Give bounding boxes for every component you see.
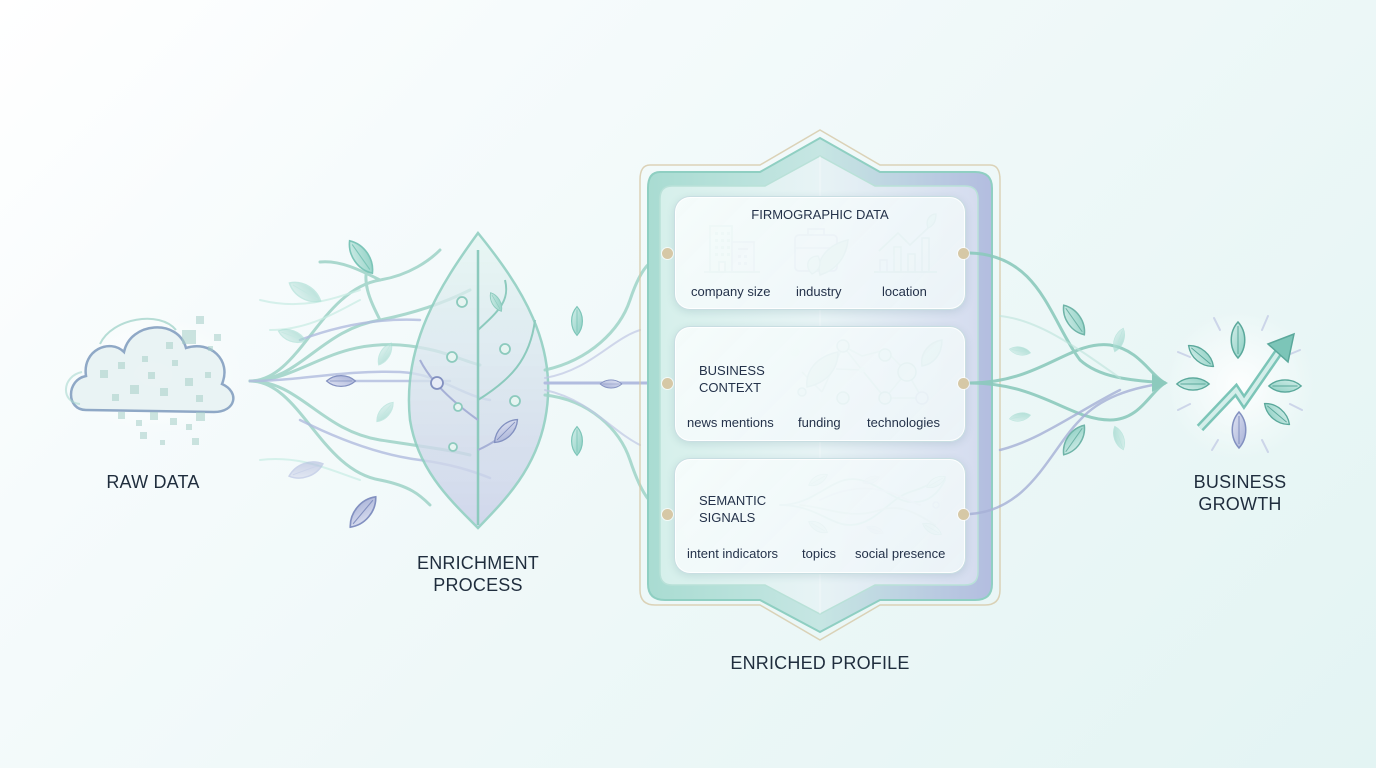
label-line: BUSINESS [1193,472,1287,492]
label-line: PROCESS [433,575,523,595]
business-growth-icon [1165,310,1315,460]
connector-dot [662,248,673,259]
card-item-company-size: company size [691,284,771,299]
card-item-intent-indicators: intent indicators [687,546,779,561]
card-semantic-signals: SEMANTIC SIGNALS intent indicators topic… [674,458,966,574]
connector-dot [958,509,969,520]
connector-dot [662,509,673,520]
card-business-context: BUSINESS CONTEXT news mentions funding t… [674,326,966,442]
card-item-topics: topics [802,546,836,561]
card-title-line2: CONTEXT [699,380,762,395]
label-enrichment-process: ENRICHMENT PROCESS [388,552,568,596]
card-title-line1: SEMANTIC [699,493,767,508]
card-item-technologies: technologies [867,415,940,430]
card-item-location: location [882,284,927,299]
label-raw-data: RAW DATA [106,472,200,492]
card-item-industry: industry [796,284,842,299]
card-firmographic-data: FIRMOGRAPHIC DATA company size industry … [674,196,966,310]
label-line: ENRICHMENT [417,553,539,573]
connector-dot [662,378,673,389]
card-title: FIRMOGRAPHIC DATA [751,207,889,222]
card-item-social-presence: social presence [855,546,946,561]
label-enriched-profile: ENRICHED PROFILE [730,653,910,673]
card-title-line2: SIGNALS [699,510,756,525]
central-leaf-icon [407,230,550,530]
connector-dot [958,378,969,389]
card-item-news-mentions: news mentions [687,415,774,430]
connector-dot [958,248,969,259]
label-business-growth: BUSINESS GROWTH [1160,471,1320,515]
branches-to-growth [968,251,1168,516]
card-item-funding: funding [798,415,841,430]
label-line: GROWTH [1198,494,1282,514]
raw-data-cloud-icon [65,315,270,445]
card-title-line1: BUSINESS [699,363,765,378]
